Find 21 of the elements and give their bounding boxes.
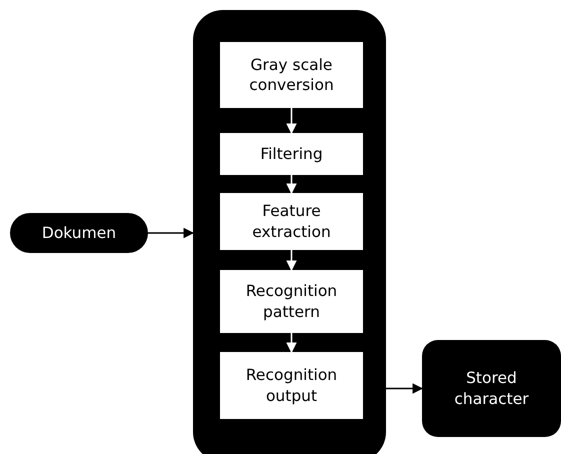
node-label: Gray scale conversion <box>248 54 335 96</box>
node-label: Feature extraction <box>251 201 332 242</box>
terminal-box <box>422 340 561 437</box>
arrow <box>148 228 194 238</box>
terminal-box <box>10 213 148 253</box>
arrow <box>286 175 297 194</box>
node-label: Dokumen <box>42 222 116 244</box>
node-label: Filtering <box>260 144 323 164</box>
process-box <box>220 270 363 333</box>
node-label: Stored character <box>453 368 530 409</box>
process-box <box>220 352 363 419</box>
node-label: Recognition pattern <box>244 281 338 322</box>
arrow <box>286 250 297 272</box>
container-box <box>193 10 386 454</box>
arrow <box>286 108 297 134</box>
process-box <box>220 42 363 108</box>
node-label: Recognition output <box>244 365 338 406</box>
arrow <box>386 383 424 394</box>
process-box <box>220 133 363 175</box>
process-box <box>220 193 363 250</box>
arrow <box>286 333 297 354</box>
